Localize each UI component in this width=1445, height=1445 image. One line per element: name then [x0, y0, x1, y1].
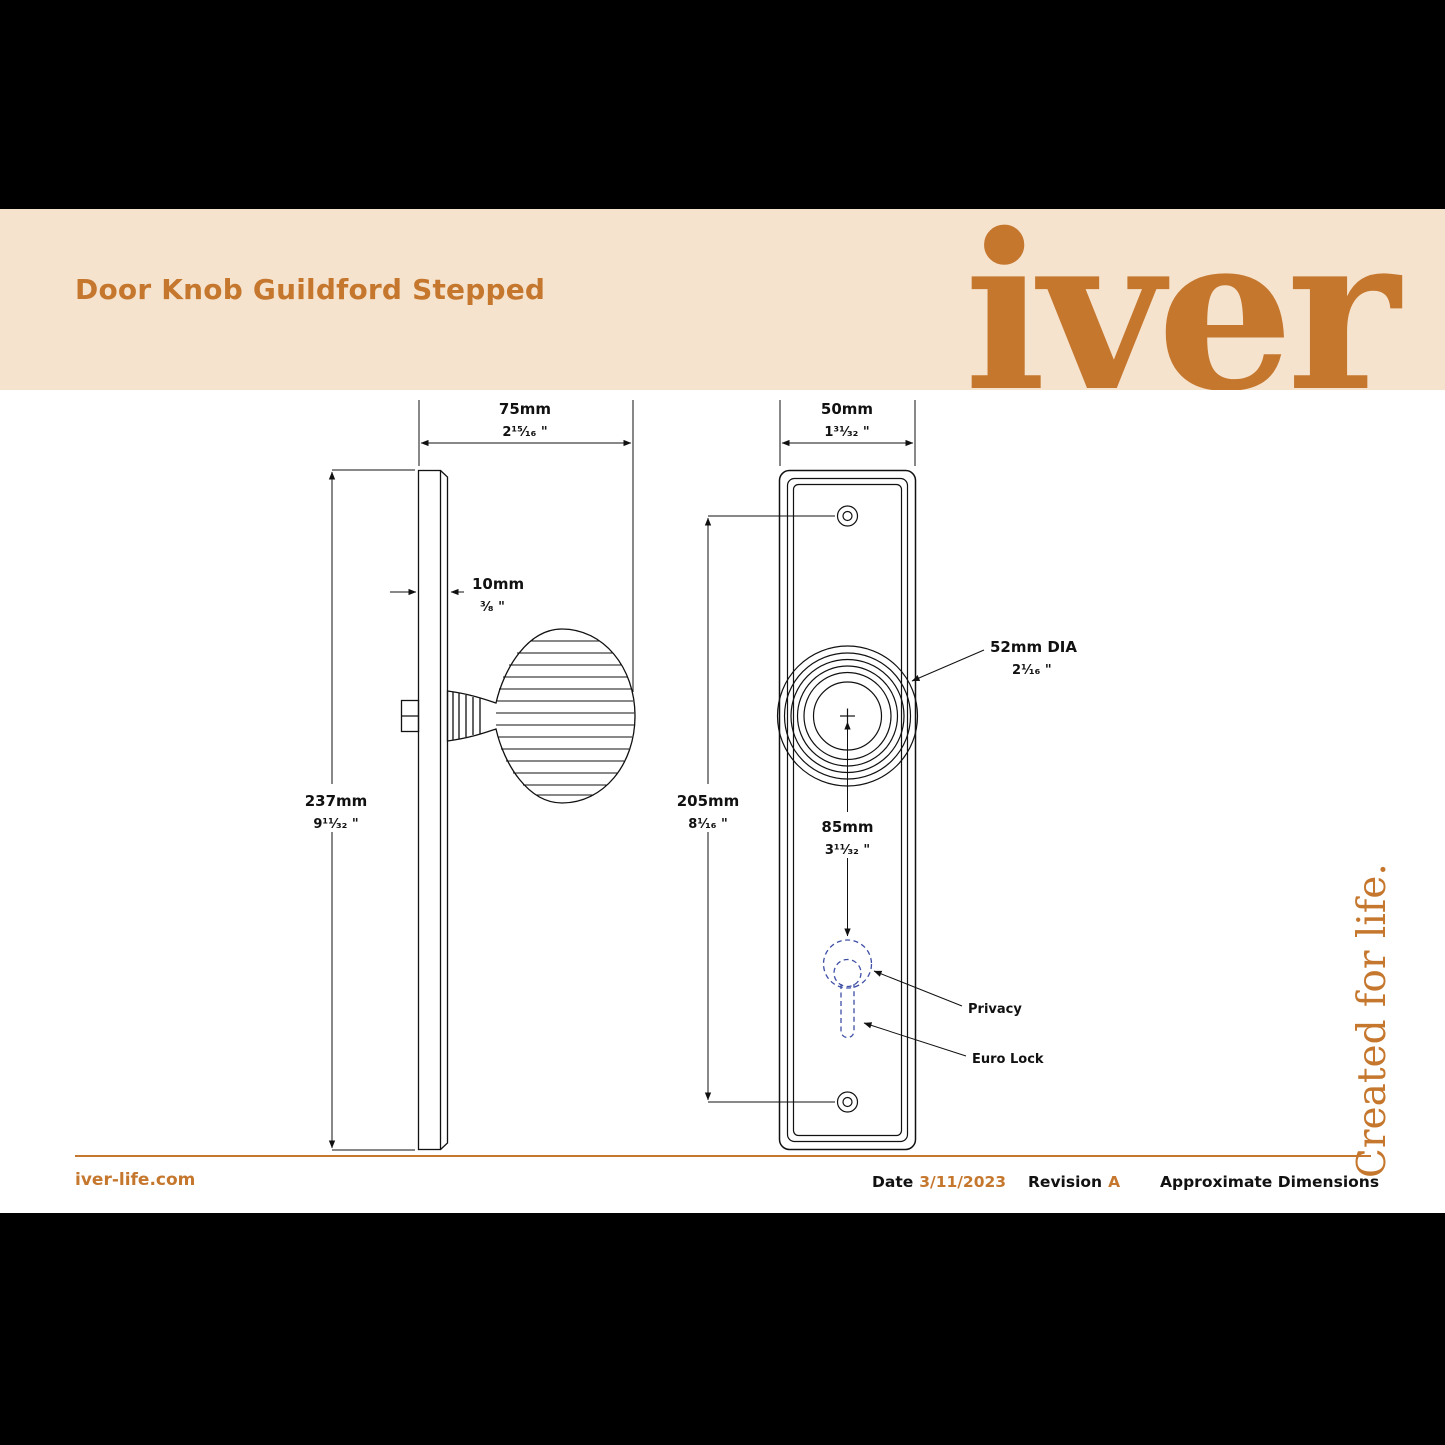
privacy-turn-outline	[822, 939, 873, 989]
dim-75mm-label: 75mm	[499, 400, 551, 418]
leader-privacy	[873, 970, 963, 1007]
header-band: Door Knob Guildford Stepped iver	[0, 205, 1445, 420]
brand-logo: iver	[964, 186, 1400, 439]
privacy-label: Privacy	[968, 1002, 1022, 1017]
dim-85mm-inches: 3¹¹⁄₃₂ "	[825, 843, 870, 858]
keyhole-dashed	[822, 939, 873, 1039]
knob-reeding	[496, 640, 634, 796]
side-view-plate	[400, 469, 449, 1151]
euro-cylinder-tail	[840, 984, 855, 1039]
dim-85mm-label: 85mm	[821, 818, 873, 836]
dim-52mm-dia-label: 52mm DIA	[990, 638, 1077, 656]
top-black-bar	[0, 0, 1445, 209]
bottom-black-bar	[0, 1213, 1445, 1445]
top-screw	[836, 505, 859, 527]
knob-profile	[446, 628, 636, 804]
dim-10mm-label: 10mm	[472, 575, 524, 593]
dim-75mm	[418, 400, 634, 692]
footer-revision: Revision A	[1028, 1173, 1120, 1191]
leader-euro-lock	[863, 1022, 967, 1057]
dim-75mm-inches: 2¹⁵⁄₁₆ "	[502, 425, 547, 440]
dim-52mm-dia-inches: 2¹⁄₁₆ "	[1012, 663, 1052, 678]
dim-50mm-inches: 1³¹⁄₃₂ "	[824, 425, 869, 440]
dimension-text-backplates	[303, 784, 879, 858]
euro-cylinder-circle	[833, 958, 862, 988]
dim-237mm-label: 237mm	[305, 792, 368, 810]
website-link[interactable]: iver-life.com	[75, 1170, 196, 1190]
dim-50mm	[779, 400, 916, 466]
date-label: Date	[872, 1173, 914, 1191]
leader-52mm-dia	[911, 649, 985, 682]
dim-205mm-inches: 8¹⁄₁₆ "	[688, 817, 728, 832]
date-value: 3/11/2023	[919, 1173, 1007, 1191]
technical-drawing: 75mm 2¹⁵⁄₁₆ " 10mm ³⁄₈ " 237mm 9¹¹⁄₃₂ " …	[303, 400, 1077, 1151]
footer-rule	[75, 1155, 1371, 1157]
brand-tagline: Created for life.	[1350, 863, 1395, 1178]
footer-date: Date 3/11/2023	[872, 1173, 1006, 1191]
revision-label: Revision	[1028, 1173, 1103, 1191]
euro-lock-label: Euro Lock	[972, 1052, 1044, 1067]
bottom-screw	[836, 1091, 859, 1113]
dim-205mm-label: 205mm	[677, 792, 740, 810]
dimensions-note: Approximate Dimensions	[1160, 1173, 1380, 1191]
dim-237mm-inches: 9¹¹⁄₃₂ "	[313, 817, 358, 832]
dim-10mm-inches: ³⁄₈ "	[480, 600, 505, 615]
dim-50mm-label: 50mm	[821, 400, 873, 418]
page-title: Door Knob Guildford Stepped	[75, 273, 546, 306]
revision-value: A	[1108, 1173, 1121, 1191]
